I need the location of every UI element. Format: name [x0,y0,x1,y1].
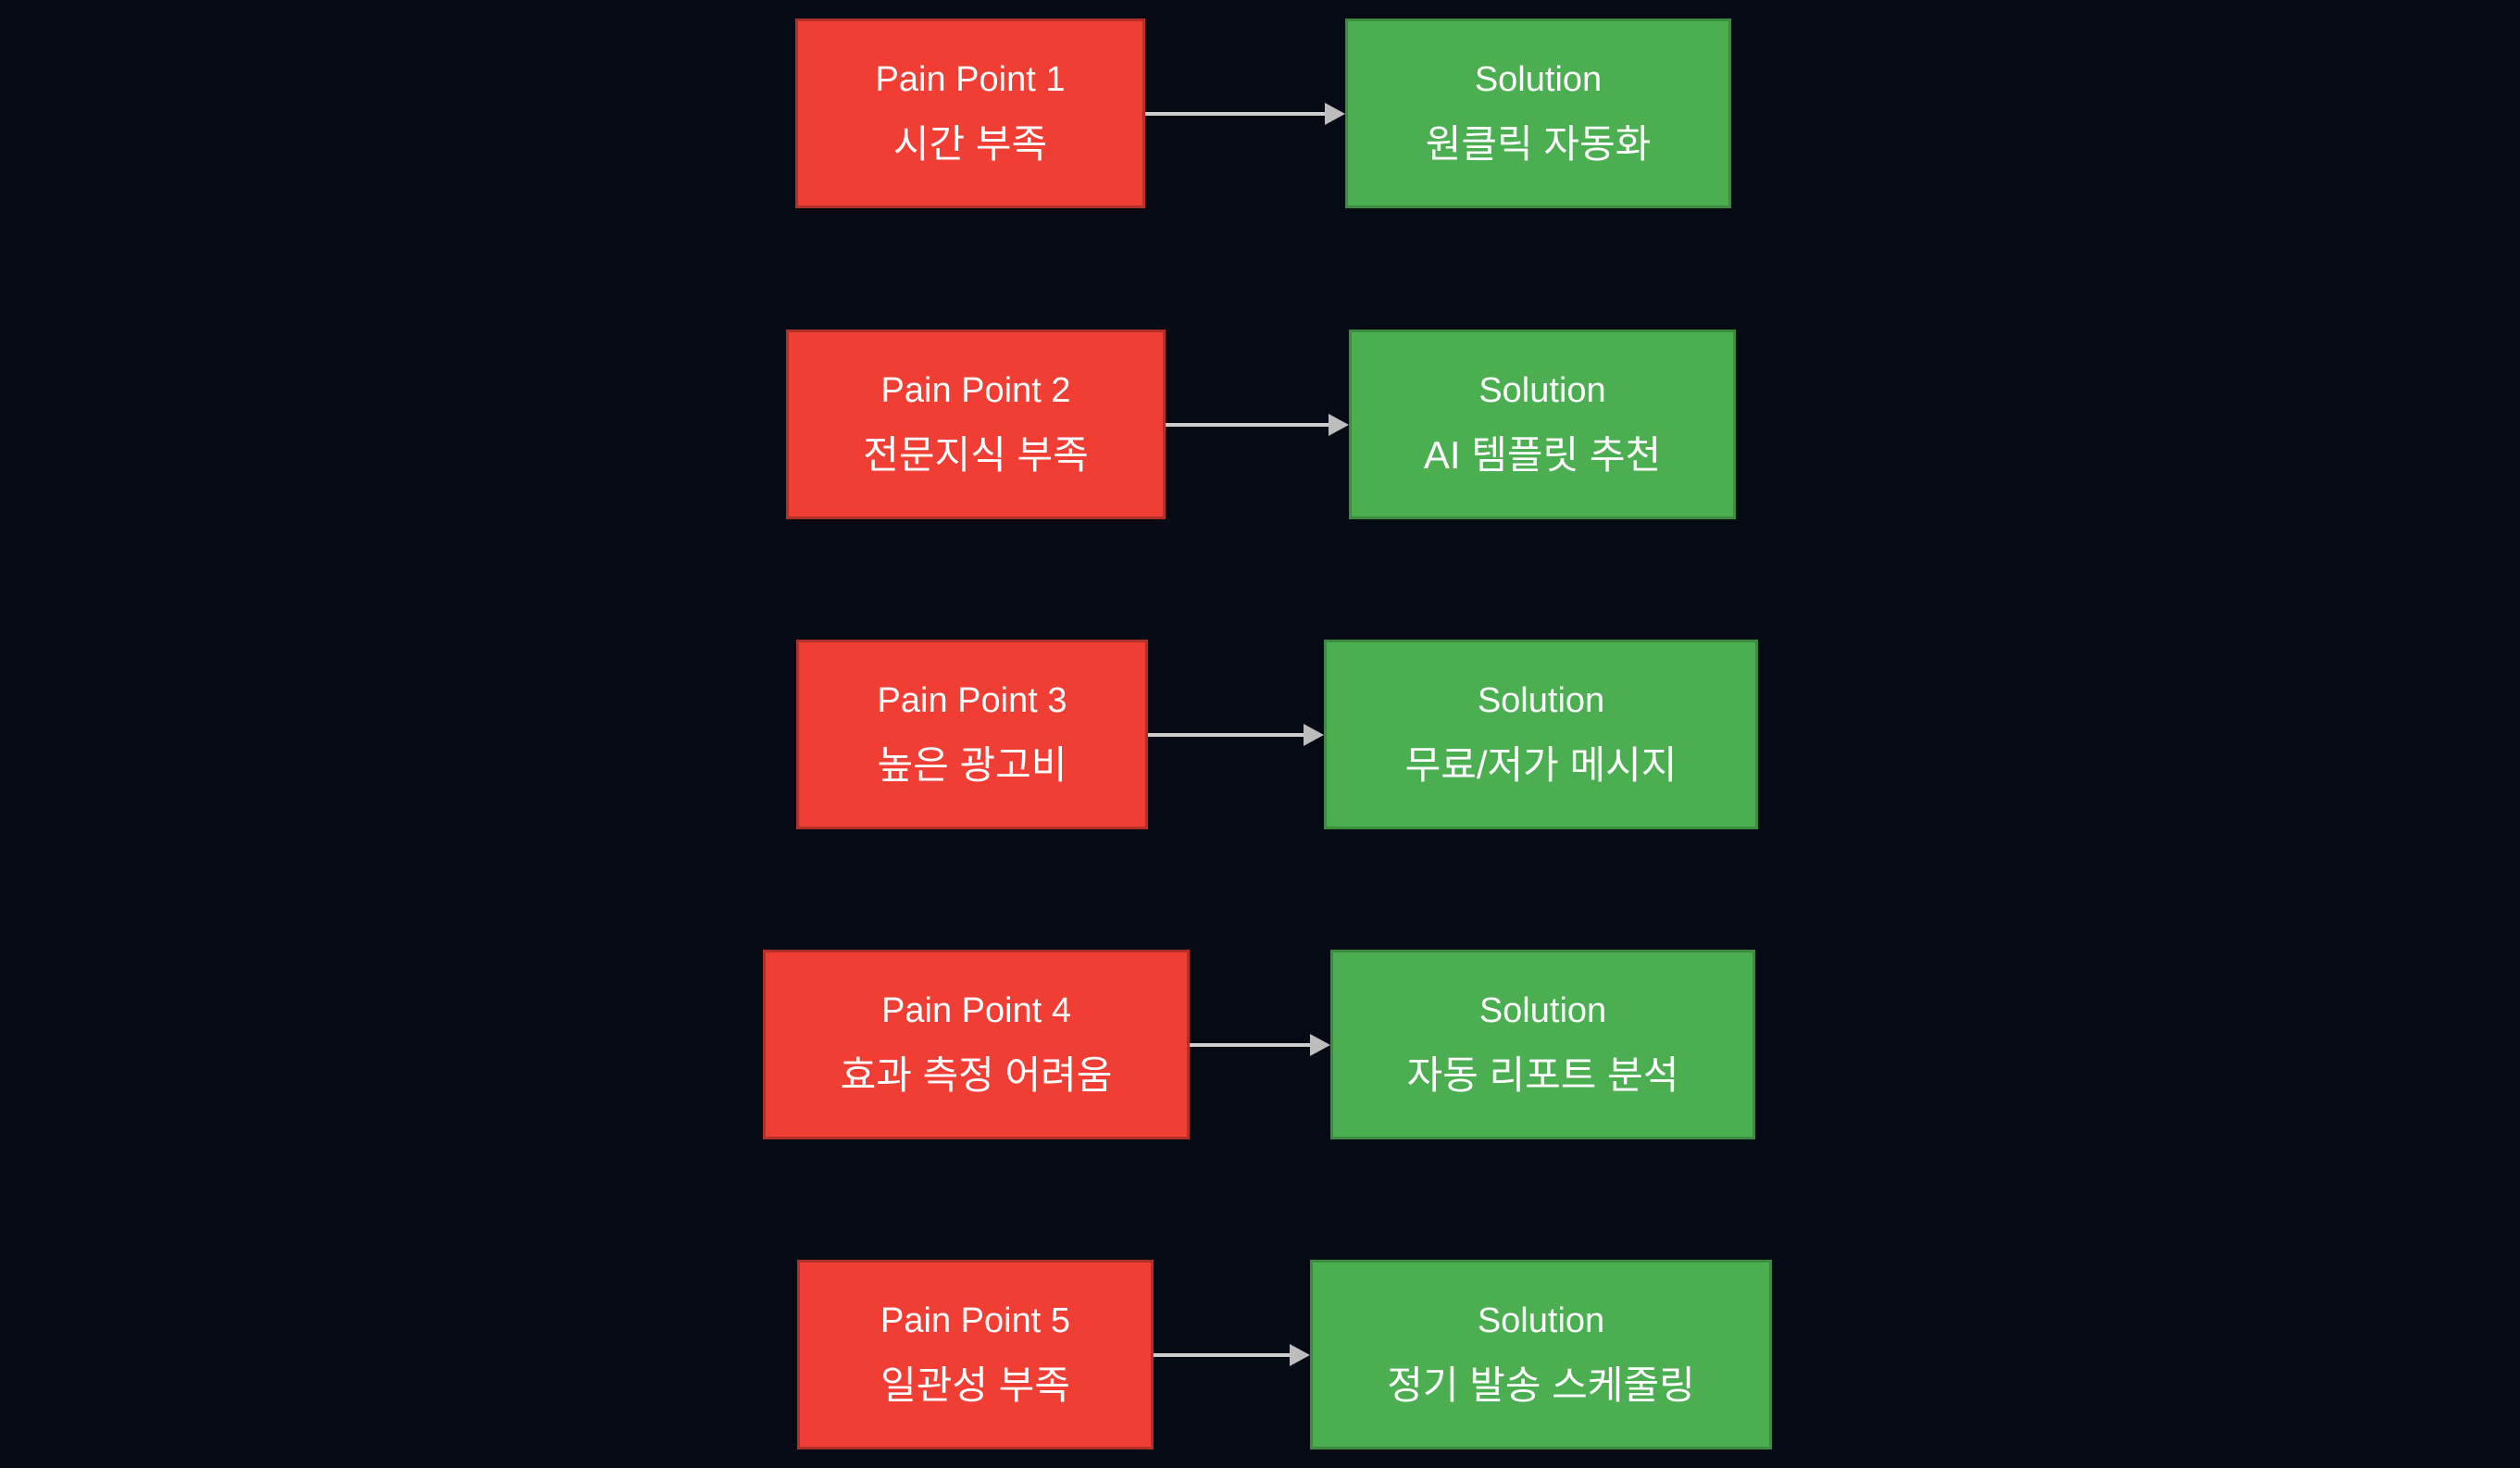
pain-point-subtitle: 일관성 부족 [880,1363,1070,1408]
pain-point-subtitle: 높은 광고비 [877,743,1067,788]
arrow-right-icon [1145,99,1345,129]
solution-box: Solution 자동 리포트 분석 [1330,950,1755,1139]
arrow-right-icon [1148,720,1324,750]
solution-subtitle: 정기 발송 스케줄링 [1387,1363,1695,1408]
solution-box: Solution 무료/저가 메시지 [1324,640,1758,829]
pain-point-box: Pain Point 3 높은 광고비 [796,640,1148,829]
pain-point-title: Pain Point 2 [880,370,1071,410]
arrow-line [1154,1353,1290,1357]
arrow-right-icon [1190,1030,1330,1060]
solution-title: Solution [1477,1300,1605,1340]
pain-point-title: Pain Point 5 [880,1300,1070,1340]
arrow-line [1148,733,1304,737]
pain-solution-row: Pain Point 1 시간 부족 Solution 원클릭 자동화 [0,19,2520,208]
solution-title: Solution [1474,59,1603,99]
pain-solution-row: Pain Point 5 일관성 부족 Solution 정기 발송 스케줄링 [0,1260,2520,1449]
arrow-head [1290,1344,1310,1366]
arrow-line [1190,1043,1310,1047]
solution-subtitle: 자동 리포트 분석 [1406,1053,1679,1098]
pain-point-title: Pain Point 1 [875,59,1066,99]
arrow-head [1310,1034,1330,1056]
pain-point-box: Pain Point 5 일관성 부족 [797,1260,1154,1449]
solution-title: Solution [1477,680,1605,720]
pain-point-subtitle: 전문지식 부족 [863,433,1089,478]
solution-title: Solution [1478,990,1607,1030]
arrow-line [1145,112,1325,116]
arrow-head [1329,414,1349,436]
arrow-right-icon [1154,1340,1310,1370]
solution-title: Solution [1478,370,1606,410]
solution-subtitle: 원클릭 자동화 [1425,122,1652,167]
arrow-head [1304,724,1324,746]
pain-solution-row: Pain Point 4 효과 측정 어려움 Solution 자동 리포트 분… [0,950,2520,1139]
pain-solution-row: Pain Point 2 전문지식 부족 Solution AI 템플릿 추천 [0,330,2520,519]
pain-point-box: Pain Point 4 효과 측정 어려움 [763,950,1190,1139]
pain-solution-row: Pain Point 3 높은 광고비 Solution 무료/저가 메시지 [0,640,2520,829]
pain-point-box: Pain Point 2 전문지식 부족 [786,330,1166,519]
solution-subtitle: AI 템플릿 추천 [1423,433,1662,478]
arrow-right-icon [1166,410,1349,440]
pain-point-title: Pain Point 3 [877,680,1067,720]
pain-point-subtitle: 효과 측정 어려움 [840,1053,1113,1098]
arrow-head [1325,103,1345,125]
solution-box: Solution 정기 발송 스케줄링 [1310,1260,1772,1449]
solution-box: Solution 원클릭 자동화 [1345,19,1731,208]
solution-subtitle: 무료/저가 메시지 [1404,743,1678,788]
arrow-line [1166,423,1329,427]
solution-box: Solution AI 템플릿 추천 [1349,330,1736,519]
pain-point-title: Pain Point 4 [881,990,1071,1030]
pain-point-box: Pain Point 1 시간 부족 [795,19,1145,208]
pain-point-subtitle: 시간 부족 [892,122,1048,167]
